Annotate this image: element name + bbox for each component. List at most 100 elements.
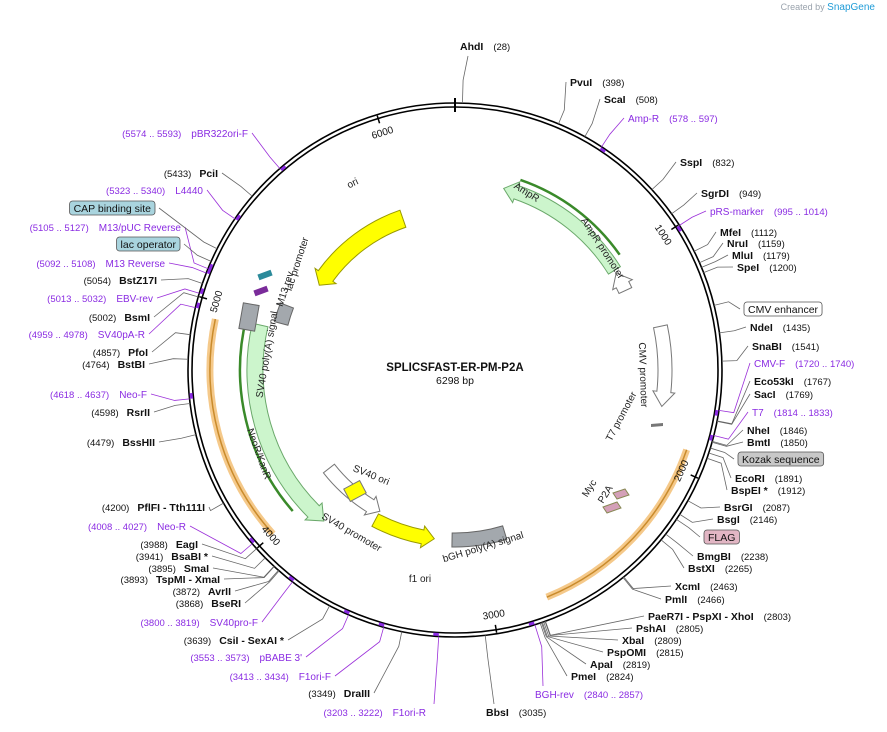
site-bseri[interactable]: BseRI(3868) [176, 598, 241, 610]
site-mlui[interactable]: MluI(1179) [732, 250, 790, 262]
site-csii-sexai[interactable]: CsiI - SexAI *(3639) [184, 635, 285, 647]
feature-amp-r[interactable]: Amp-R(578 .. 597) [628, 114, 718, 125]
site-bstz17i[interactable]: BstZ17I(5054) [84, 275, 157, 287]
feature-f1ori-r-range: (3203 .. 3222) [324, 708, 383, 719]
site-bsabi[interactable]: BsaBI *(3941) [136, 551, 209, 563]
small-features [238, 269, 663, 514]
restriction-sites[interactable]: AhdI(28) PvuI(398) ScaI(508) SspI(832) SgrDI… [82, 41, 831, 719]
site-bmgbi[interactable]: BmgBI(2238) [697, 551, 768, 563]
site-pshai[interactable]: PshAI(2805) [636, 623, 703, 635]
feature-f1ori-f[interactable]: F1ori-F(3413 .. 3434) [230, 672, 331, 683]
site-spei[interactable]: SpeI(1200) [737, 262, 797, 274]
site-pmli-leader [622, 577, 662, 600]
feature-sv40pa-r[interactable]: SV40pA-R(4959 .. 4978) [29, 330, 145, 341]
feature-neo-r[interactable]: Neo-R(4008 .. 4027) [88, 522, 186, 533]
feature-cmv-f[interactable]: CMV-F(1720 .. 1740) [754, 359, 854, 370]
site-pmli[interactable]: PmlI(2466) [665, 594, 725, 606]
arc-cmv-promoter[interactable] [651, 324, 676, 408]
site-xbai[interactable]: XbaI(2809) [622, 635, 682, 647]
site-pmei[interactable]: PmeI(2824) [571, 671, 634, 683]
site-apai[interactable]: ApaI(2819) [590, 659, 650, 671]
feature-prs-marker[interactable]: pRS-marker(995 .. 1014) [710, 207, 828, 218]
site-xbai-leader [543, 621, 619, 641]
site-eagi[interactable]: EagI(3988) [140, 539, 198, 551]
site-eco53ki[interactable]: Eco53kI(1767) [754, 376, 831, 388]
site-xcmi[interactable]: XcmI(2463) [675, 581, 738, 593]
feature-f1ori-r[interactable]: F1ori-R(3203 .. 3222) [324, 708, 427, 719]
box-lac-operator-leader [183, 243, 212, 262]
site-avrii[interactable]: AvrII(3872) [173, 586, 232, 598]
site-snabi[interactable]: SnaBI(1541) [752, 341, 819, 353]
feature-amp-r-mark [599, 147, 606, 153]
feature-bgh-rev[interactable]: BGH-rev(2840 .. 2857) [535, 690, 643, 701]
site-bsrgi-leader [687, 500, 721, 509]
site-paer7i-pspxi-xhoi[interactable]: PaeR7I - PspXI - XhoI(2803) [648, 611, 791, 623]
box-cap-binding-site[interactable]: CAP binding site [69, 200, 156, 216]
site-bsmi[interactable]: BsmI(5002) [89, 312, 150, 324]
feature-sv40pro-f[interactable]: SV40pro-F(3800 .. 3819) [140, 618, 258, 629]
site-bspei[interactable]: BspEI *(1912) [731, 485, 805, 497]
site-saci[interactable]: SacI(1769) [754, 389, 813, 401]
site-mfei-leader [693, 231, 717, 252]
arc-bgh-poly-a-signal[interactable] [451, 525, 508, 548]
site-bbsi[interactable]: BbsI(3035) [486, 707, 546, 719]
site-rsrii[interactable]: RsrII(4598) [91, 407, 150, 419]
feature-pbabe-3[interactable]: pBABE 3'(3553 .. 3573) [190, 653, 302, 664]
site-bseri-name: BseRI [211, 598, 241, 610]
site-smai[interactable]: SmaI(3895) [148, 563, 209, 575]
site-bstbi[interactable]: BstBI(4764) [82, 359, 145, 371]
site-scai[interactable]: ScaI(508) [604, 94, 658, 106]
arc-f1-ori[interactable] [371, 513, 436, 549]
arc-ori[interactable] [314, 209, 407, 286]
arc-ampr-promoter[interactable] [612, 272, 634, 295]
feature-sv40pa-r-name: SV40pA-R [98, 330, 145, 341]
primer-features[interactable]: Amp-R(578 .. 597) pRS-marker(995 .. 1014)… [29, 114, 855, 719]
site-ndei[interactable]: NdeI(1435) [750, 322, 810, 334]
box-lac-operator[interactable]: lac operator [116, 236, 181, 252]
site-ecori[interactable]: EcoRI(1891) [735, 473, 802, 485]
site-nrui[interactable]: NruI(1159) [727, 238, 785, 250]
feature-neo-f[interactable]: Neo-F(4618 .. 4637) [50, 390, 147, 401]
feature-m13-reverse-range: (5092 .. 5108) [36, 259, 95, 270]
feature-l4440[interactable]: L4440(5323 .. 5340) [106, 186, 203, 197]
arc-neor-kanr[interactable] [246, 322, 325, 522]
site-smai-leader [212, 565, 275, 578]
site-bstxi[interactable]: BstXI(2265) [688, 563, 752, 575]
site-draiii[interactable]: DraIII(3349) [308, 688, 370, 700]
site-pflfi-tth111i[interactable]: PflFI - Tth111I(4200) [102, 502, 205, 514]
tick-2000 [690, 474, 699, 479]
site-pcii-name: PciI [199, 168, 218, 180]
feature-m13-reverse[interactable]: M13 Reverse(5092 .. 5108) [36, 259, 165, 270]
site-bsrgi[interactable]: BsrGI(2087) [724, 502, 790, 514]
site-nhei-leader [712, 429, 744, 446]
feature-ebv-rev[interactable]: EBV-rev(5013 .. 5032) [47, 294, 153, 305]
site-ahdi[interactable]: AhdI(28) [460, 41, 510, 53]
site-pfoi[interactable]: PfoI(4857) [93, 347, 148, 359]
tick-4000 [256, 542, 264, 549]
site-pflfi-tth111i-pos: (4200) [102, 503, 129, 514]
feature-m13-puc-reverse[interactable]: M13/pUC Reverse(5105 .. 5127) [30, 223, 182, 234]
box-kozak-sequence[interactable]: Kozak sequence [737, 451, 825, 467]
site-bmti[interactable]: BmtI(1850) [747, 437, 808, 449]
site-mfei[interactable]: MfeI(1112) [720, 227, 777, 239]
feature-pbabe-3-leader [305, 614, 349, 658]
feature-t7[interactable]: T7(1814 .. 1833) [752, 408, 833, 419]
box-flag[interactable]: FLAG [703, 529, 740, 545]
feature-pbr322ori-f[interactable]: pBR322ori-F(5574 .. 5593) [122, 129, 248, 140]
site-bsshii[interactable]: BssHII(4479) [87, 437, 155, 449]
site-pmei-pos: (2824) [606, 672, 633, 683]
site-sgrdi[interactable]: SgrDI(949) [701, 188, 761, 200]
site-pspomi[interactable]: PspOMI(2815) [607, 647, 684, 659]
arc-ampr[interactable] [502, 180, 622, 275]
feature-sv40pro-f-name: SV40pro-F [210, 618, 258, 629]
site-pvui[interactable]: PvuI(398) [570, 77, 624, 89]
site-tspmi-xmai[interactable]: TspMI - XmaI(3893) [121, 574, 221, 586]
site-bsgi[interactable]: BsgI(2146) [717, 514, 777, 526]
box-cmv-enhancer[interactable]: CMV enhancer [743, 301, 823, 317]
arc-sv40-poly-a-signal[interactable] [273, 302, 295, 326]
site-nhei[interactable]: NheI(1846) [747, 425, 807, 437]
site-sspi[interactable]: SspI(832) [680, 157, 734, 169]
site-pcii[interactable]: PciI(5433) [164, 168, 218, 180]
